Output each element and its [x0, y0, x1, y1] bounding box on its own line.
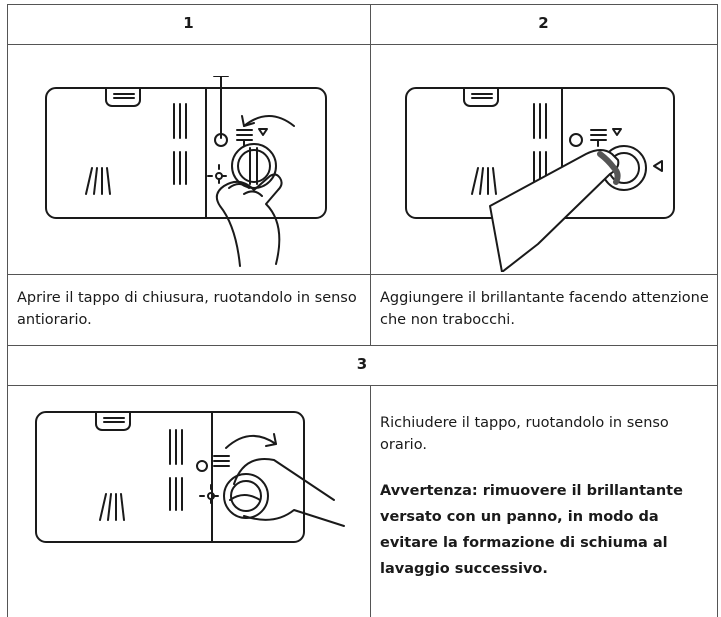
table-divider-bottom	[370, 385, 371, 617]
step-1-text: Aprire il tappo di chiusura, ruotandolo …	[17, 290, 357, 328]
table-border-2	[7, 274, 718, 275]
step-3-header: 3	[356, 355, 368, 373]
table-border-4	[7, 385, 718, 386]
table-border-1	[7, 44, 718, 45]
step-1-illustration	[45, 76, 327, 267]
step-3-text: Richiudere il tappo, ruotandolo in senso…	[380, 415, 669, 453]
table-border-3	[7, 345, 718, 346]
table-border-left	[7, 4, 8, 617]
step-1-header: 1	[183, 14, 194, 32]
table-border-top	[7, 4, 718, 5]
step-2-illustration	[405, 87, 675, 272]
step-2-text: Aggiungere il brillantante facendo atten…	[380, 290, 709, 328]
table-border-right	[717, 4, 718, 617]
step-2-header: 2	[538, 14, 549, 32]
step-3-warning: Avvertenza: rimuovere il brillantante ve…	[380, 483, 683, 577]
table-divider-top	[370, 4, 371, 345]
step-3-illustration	[35, 411, 345, 543]
